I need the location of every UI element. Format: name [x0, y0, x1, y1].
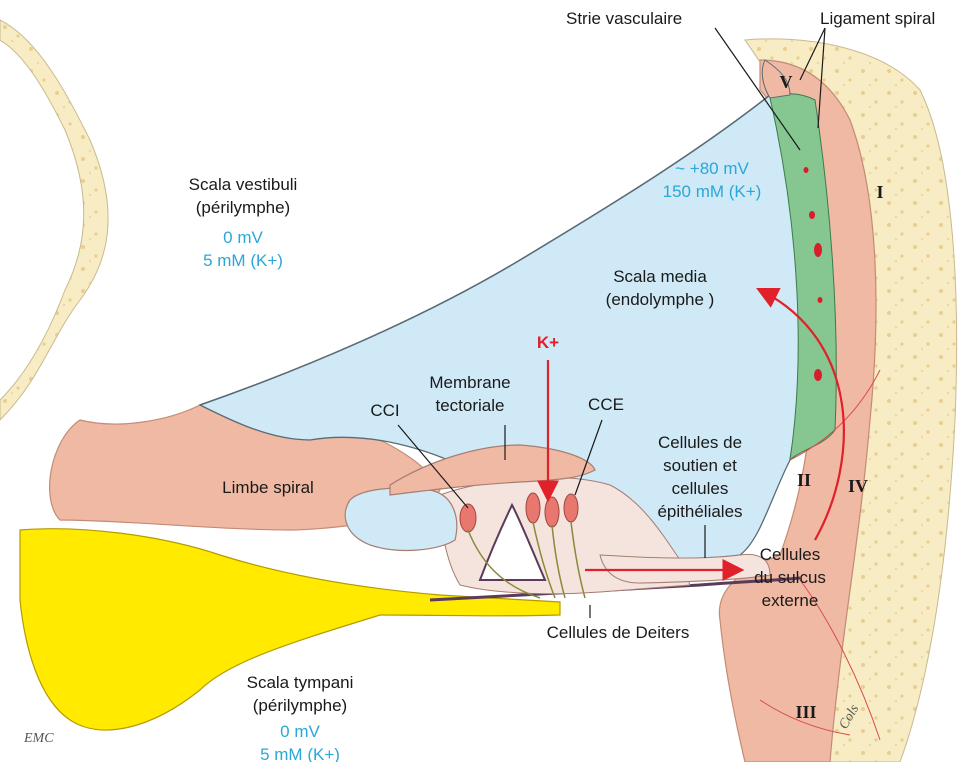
- label-limbe: Limbe spiral: [222, 478, 314, 497]
- label-ligament: Ligament spiral: [820, 9, 935, 28]
- bony-wall-left: [0, 20, 108, 420]
- value-vestibuli-k: 5 mM (K+): [203, 251, 283, 270]
- label-tympani-sub: (périlymphe): [253, 696, 347, 715]
- label-deiters: Cellules de Deiters: [547, 623, 690, 642]
- label-sulcus-1: Cellules: [760, 545, 820, 564]
- label-media-title: Scala media: [613, 267, 707, 286]
- label-roman-ii: II: [797, 470, 811, 490]
- label-vestibuli-title: Scala vestibuli: [189, 175, 298, 194]
- value-media-k: 150 mM (K+): [663, 182, 762, 201]
- value-tympani-k: 5 mM (K+): [260, 745, 340, 762]
- label-media-sub: (endolymphe ): [606, 290, 715, 309]
- label-membrane-1: Membrane: [429, 373, 510, 392]
- label-vestibuli-sub: (périlymphe): [196, 198, 290, 217]
- label-soutien-4: épithéliales: [657, 502, 742, 521]
- label-tympani-title: Scala tympani: [247, 673, 354, 692]
- label-sulcus-2: du sulcus: [754, 568, 826, 587]
- inner-sulcus: [345, 488, 457, 550]
- value-vestibuli-mv: 0 mV: [223, 228, 263, 247]
- label-cce: CCE: [588, 395, 624, 414]
- label-membrane-2: tectoriale: [436, 396, 505, 415]
- label-k-ion: K+: [537, 333, 559, 352]
- label-soutien-3: cellules: [672, 479, 729, 498]
- inner-hair-cell: [460, 504, 476, 532]
- value-tympani-mv: 0 mV: [280, 722, 320, 741]
- label-cci: CCI: [370, 401, 399, 420]
- label-roman-i: I: [876, 182, 883, 202]
- signature-left: EMC: [23, 731, 54, 746]
- label-roman-iii: III: [795, 702, 816, 722]
- label-strie: Strie vasculaire: [566, 9, 682, 28]
- value-media-mv: ~ +80 mV: [675, 159, 749, 178]
- label-roman-v: V: [780, 72, 793, 92]
- outer-hair-cells: [526, 493, 578, 527]
- label-soutien-2: soutien et: [663, 456, 737, 475]
- label-sulcus-3: externe: [762, 591, 819, 610]
- label-soutien-1: Cellules de: [658, 433, 742, 452]
- label-roman-iv: IV: [848, 476, 868, 496]
